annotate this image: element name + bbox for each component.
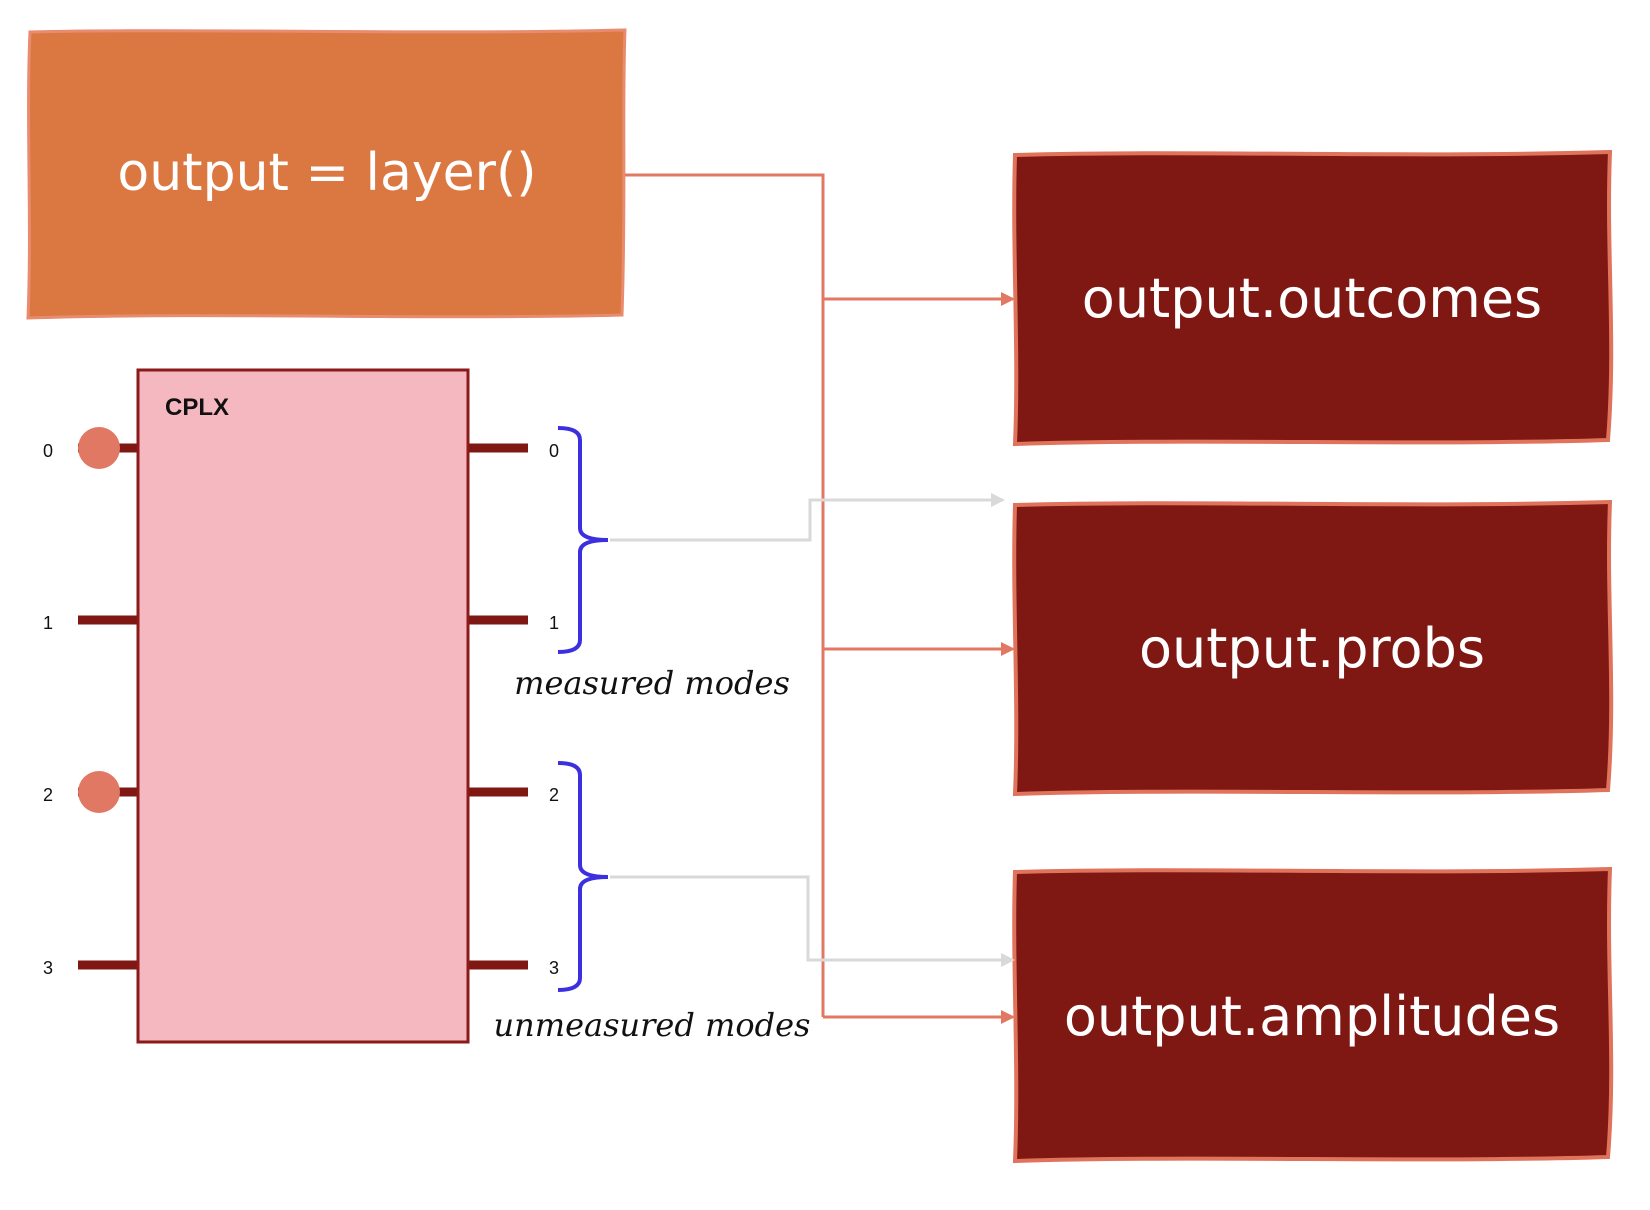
cplx-component-title: CPLX — [165, 394, 229, 421]
output-box-amplitudes: output.amplitudes — [1012, 866, 1614, 1164]
photon-mode-0 — [78, 427, 120, 469]
input-mode-label-2: 2 — [43, 785, 53, 805]
source-connectors — [625, 173, 1015, 1024]
output-mode-label-1: 1 — [549, 613, 559, 633]
unmeasured-connector — [610, 875, 1015, 967]
measured-caption: measured modes — [514, 664, 790, 702]
input-mode-label-1: 1 — [43, 613, 53, 633]
input-photons — [78, 427, 120, 813]
input-wires — [78, 443, 138, 970]
source-trunk-line — [625, 173, 825, 1017]
output-wires — [468, 443, 528, 970]
output-box-probs-label: output.probs — [1139, 617, 1485, 680]
output-box-outcomes: output.outcomes — [1012, 149, 1614, 447]
measured-connector — [610, 493, 1005, 542]
unmeasured-caption: unmeasured modes — [494, 1006, 811, 1044]
unmeasured-brace-shape — [557, 761, 609, 992]
output-mode-label-3: 3 — [549, 958, 559, 978]
output-box-probs: output.probs — [1012, 499, 1614, 797]
source-box: output = layer() — [26, 28, 627, 320]
source-box-label: output = layer() — [117, 143, 536, 203]
photon-mode-2 — [78, 771, 120, 813]
output-box-probs-shape — [1012, 499, 1614, 797]
output-box-outcomes-label: output.outcomes — [1082, 267, 1542, 330]
input-mode-label-3: 3 — [43, 958, 53, 978]
measured-brace: measured modes — [514, 426, 790, 702]
measured-brace-shape — [557, 426, 609, 654]
output-box-amplitudes-shape — [1012, 866, 1614, 1164]
unmeasured-brace: unmeasured modes — [494, 761, 811, 1044]
cplx-component-body — [136, 368, 470, 1044]
output-mode-labels: 0 1 2 3 — [549, 441, 559, 978]
source-box-shape — [26, 28, 627, 320]
cplx-component: CPLX — [136, 368, 470, 1044]
output-box-outcomes-shape — [1012, 149, 1614, 447]
brace-connectors — [610, 493, 1015, 967]
output-mode-label-0: 0 — [549, 441, 559, 461]
output-mode-label-2: 2 — [549, 785, 559, 805]
input-mode-label-0: 0 — [43, 441, 53, 461]
output-box-amplitudes-label: output.amplitudes — [1064, 985, 1560, 1048]
input-mode-labels: 0 1 2 3 — [43, 441, 53, 978]
